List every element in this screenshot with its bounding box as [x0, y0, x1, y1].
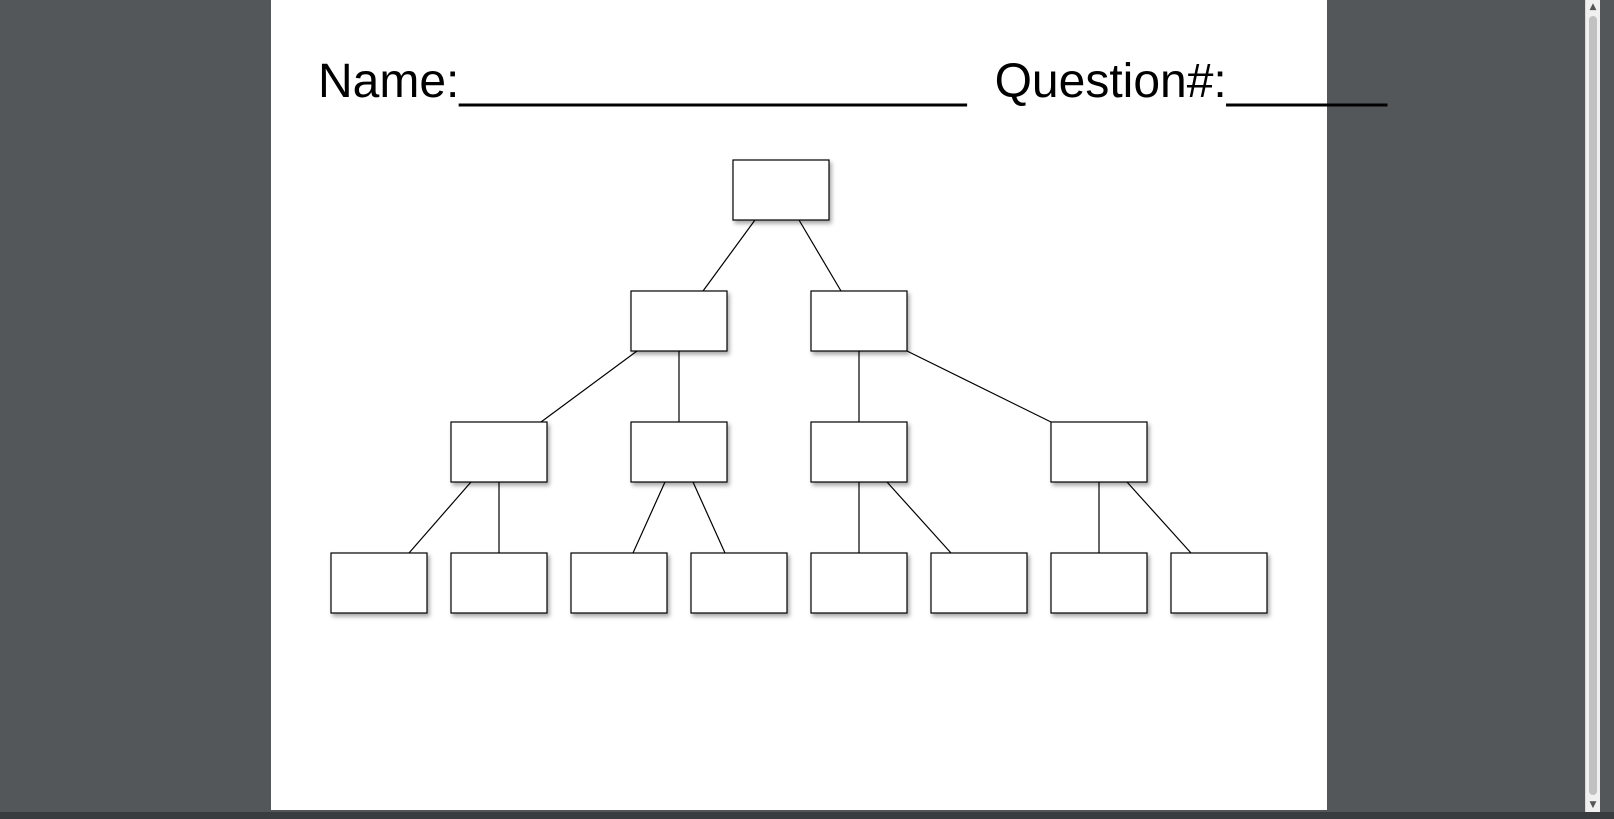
tree-diagram [330, 159, 1268, 614]
name-label: Name: [318, 55, 460, 108]
tree-edge-root-l1b [798, 219, 842, 292]
scroll-thumb[interactable] [1589, 16, 1597, 795]
tree-node-l3a [330, 552, 428, 614]
tree-node-l3e [810, 552, 908, 614]
tree-node-root [732, 159, 830, 221]
tree-node-l3b [450, 552, 548, 614]
tree-edge-l2c-l3f [886, 481, 952, 554]
question-blank: ______ [1226, 55, 1387, 108]
tree-edge-l2d-l3h [1126, 481, 1192, 554]
tree-node-l3f [930, 552, 1028, 614]
tree-node-l1b [810, 290, 908, 352]
tree-node-l2d [1050, 421, 1148, 483]
tree-edge-root-l1a [702, 219, 756, 292]
tree-node-l1a [630, 290, 728, 352]
scroll-down-icon[interactable]: ▼ [1589, 800, 1597, 810]
tree-edge-l2b-l3c [632, 481, 666, 554]
document-page: Name:___________________ Question#:______ [271, 0, 1387, 810]
tree-node-l3h [1170, 552, 1268, 614]
tree-edge-l1a-l2a [540, 350, 638, 423]
tree-node-l3d [690, 552, 788, 614]
tree-node-l2b [630, 421, 728, 483]
question-label: Question#: [994, 55, 1227, 108]
tree-node-l2c [810, 421, 908, 483]
scroll-up-icon[interactable]: ▲ [1589, 2, 1597, 12]
worksheet-header: Name:___________________ Question#:______ [318, 52, 1387, 112]
tree-node-l2a [450, 421, 548, 483]
tree-edge-l1b-l2d [906, 350, 1052, 423]
tree-edge-l2b-l3d [692, 481, 726, 554]
tree-node-l3g [1050, 552, 1148, 614]
status-bar [0, 812, 1614, 819]
name-blank: ___________________ [459, 55, 967, 108]
vertical-scrollbar[interactable]: ▲ ▼ [1585, 0, 1600, 812]
tree-edge-l2a-l3a [408, 481, 472, 554]
tree-node-l3c [570, 552, 668, 614]
